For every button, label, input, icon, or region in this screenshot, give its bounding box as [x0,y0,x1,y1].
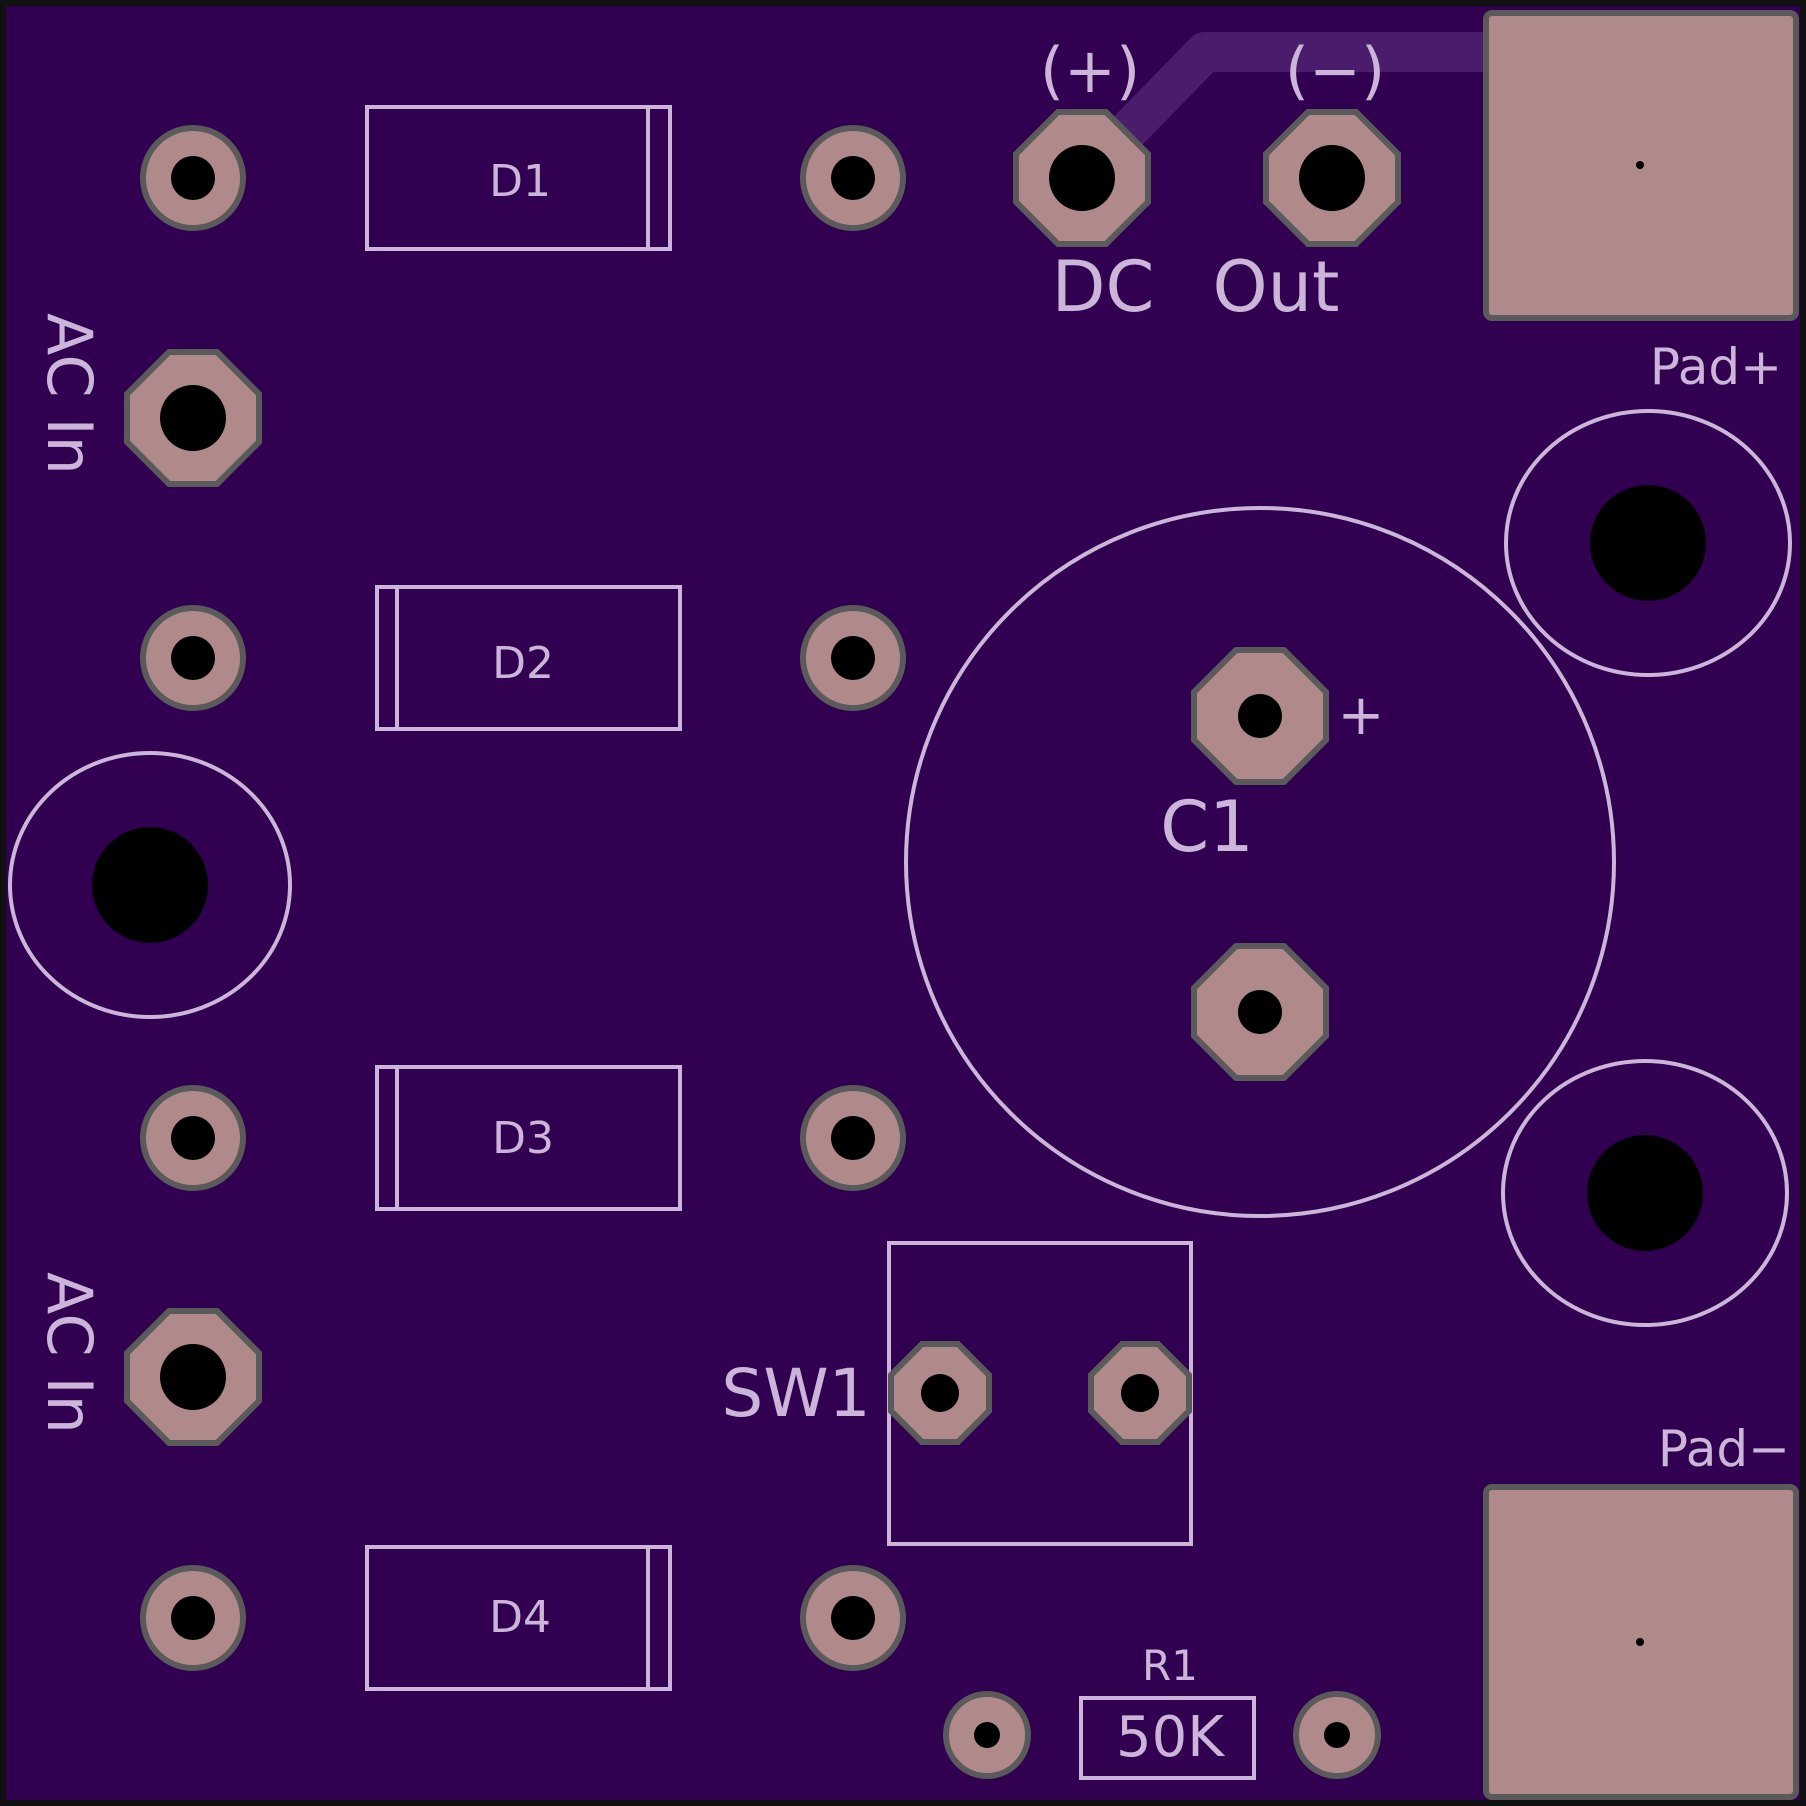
pad-ac-in-top[interactable] [124,349,262,487]
label-dc-minus: (−) [1285,34,1385,107]
pad-d4-left[interactable] [140,1565,246,1671]
capacitor-c1-outline [904,506,1616,1218]
resistor-r1-outline [1079,1696,1256,1780]
pad-c1-negative[interactable] [1191,943,1329,1081]
label-d3: D3 [492,1113,554,1164]
pad-ac-in-bottom[interactable] [124,1308,262,1446]
label-pad-minus: Pad− [1658,1420,1790,1478]
mounting-hole-bottom-right [1501,1059,1789,1327]
label-d2: D2 [492,638,554,689]
pad-r1-right[interactable] [1293,1691,1381,1779]
diode-d1 [365,105,672,251]
label-c1-polarity: + [1338,683,1385,748]
pad-d2-right[interactable] [800,605,906,711]
pad-dc-minus[interactable] [1263,109,1401,247]
pad-plus-center-dot [1636,161,1644,169]
diode-d2 [375,585,682,731]
pad-c1-positive[interactable] [1191,647,1329,785]
label-dc: DC [1052,246,1155,328]
pad-r1-left[interactable] [943,1691,1031,1779]
diode-d4 [365,1545,672,1691]
pad-minus-center-dot [1636,1638,1644,1646]
pad-d2-left[interactable] [140,605,246,711]
label-pad-plus: Pad+ [1650,338,1782,396]
label-ac-in-bottom: AC In [33,1272,106,1434]
label-c1: C1 [1160,786,1253,868]
pad-sw1-right[interactable] [1088,1341,1192,1445]
mounting-hole-left [8,751,292,1019]
mounting-hole-top-right [1504,409,1792,677]
pad-d3-left[interactable] [140,1085,246,1191]
label-d1: D1 [489,156,551,207]
label-dc-plus: (+) [1040,34,1140,107]
pad-d1-left[interactable] [140,125,246,231]
label-out: Out [1213,246,1340,328]
pad-d3-right[interactable] [800,1085,906,1191]
pad-d4-right[interactable] [800,1565,906,1671]
pad-sw1-left[interactable] [888,1341,992,1445]
pad-d1-right[interactable] [800,125,906,231]
diode-d3 [375,1065,682,1211]
pad-dc-plus[interactable] [1013,109,1151,247]
label-r1: R1 [1142,1641,1198,1690]
label-ac-in-top: AC In [33,313,106,475]
label-sw1: SW1 [721,1355,870,1432]
label-d4: D4 [489,1592,551,1643]
label-r1-value: 50K [1116,1705,1225,1770]
